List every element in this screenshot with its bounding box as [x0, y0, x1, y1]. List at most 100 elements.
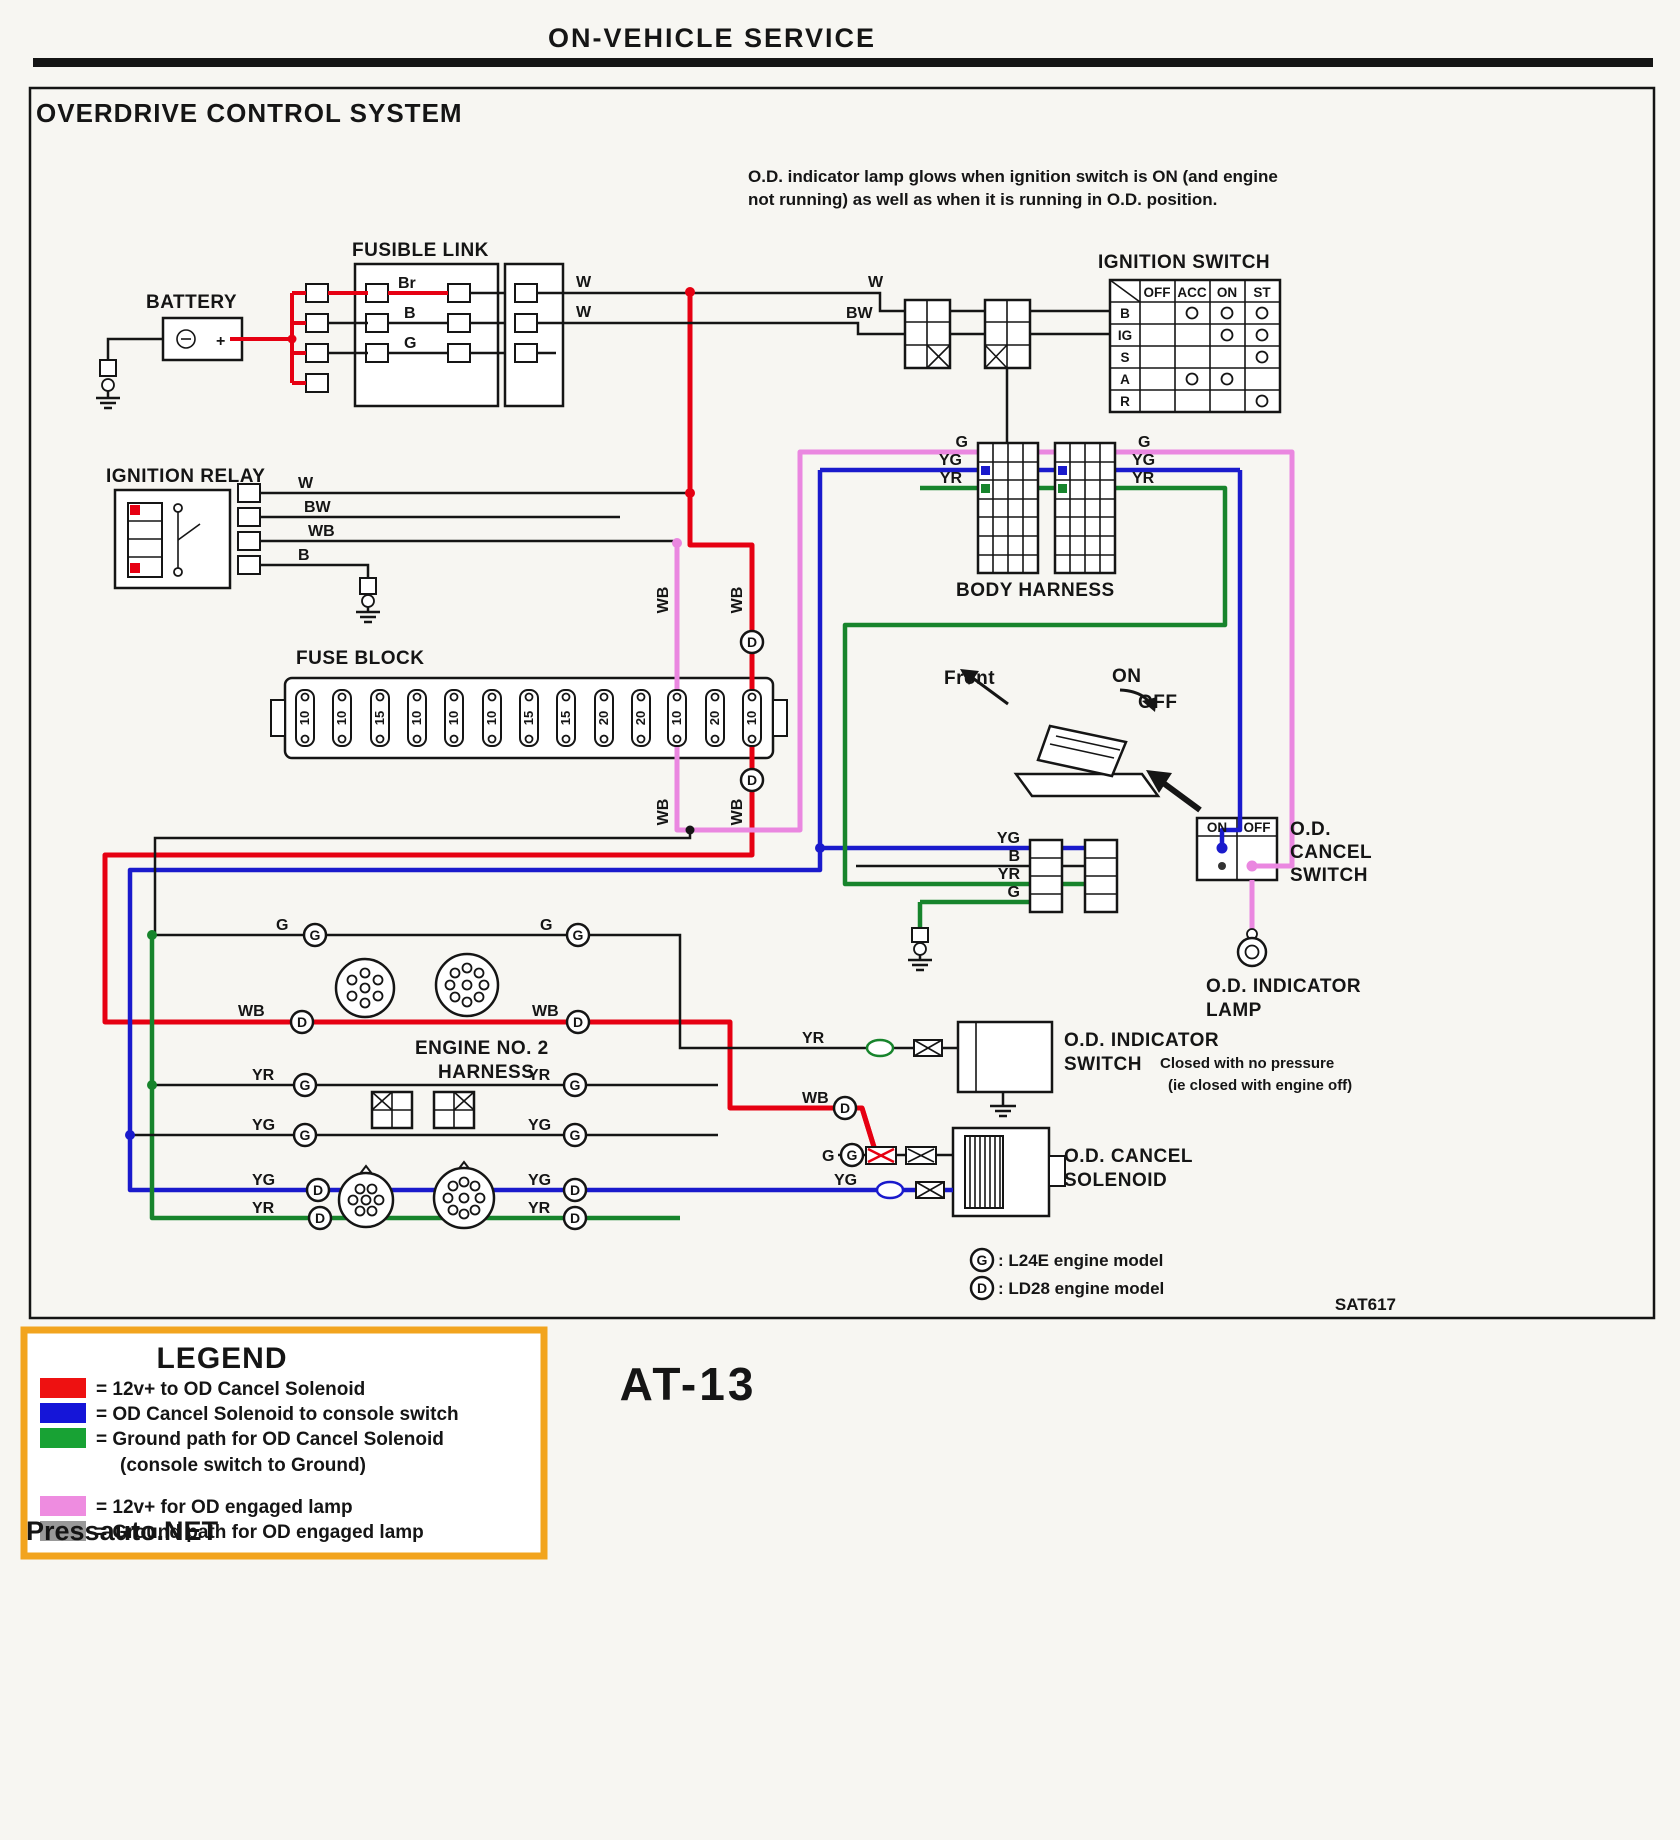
svg-text:OFF: OFF [1244, 820, 1271, 835]
engine-harness-connector-a [334, 957, 396, 1019]
svg-text:W: W [576, 274, 592, 291]
svg-text:YR: YR [940, 470, 963, 487]
yr-pill-connector [865, 1038, 943, 1058]
legend-item-blue: = OD Cancel Solenoid to console switch [96, 1404, 459, 1425]
svg-text:B: B [1120, 306, 1130, 321]
od-cancel-solenoid-label-1: O.D. CANCEL [1064, 1146, 1193, 1167]
watermark: Pressauto.NET [26, 1516, 219, 1546]
svg-text:YG: YG [528, 1117, 551, 1134]
console-connector-cluster [1028, 838, 1119, 914]
legend-item-gray: = Ground path for OD engaged lamp [96, 1522, 424, 1543]
diagram-frame [28, 86, 1656, 1320]
svg-text:D: D [315, 1210, 325, 1226]
closed-note-line1: Closed with no pressure [1160, 1055, 1334, 1072]
engine-harness-grid-connector-1 [370, 1090, 414, 1130]
svg-text:G: G [404, 335, 416, 352]
od-cancel-switch-label-1: O.D. [1290, 819, 1331, 840]
svg-text:D: D [977, 1280, 987, 1296]
svg-text:D: D [840, 1100, 850, 1116]
svg-text:W: W [576, 304, 592, 321]
svg-text:YR: YR [802, 1030, 825, 1047]
legend-swatch-red [40, 1378, 86, 1398]
svg-text:YG: YG [252, 1172, 275, 1189]
od-indicator-lamp-label-2: LAMP [1206, 1000, 1262, 1021]
fuse-block-label: FUSE BLOCK [296, 648, 425, 669]
svg-text:G: G [300, 1127, 311, 1143]
fusible-link-label: FUSIBLE LINK [352, 240, 489, 261]
body-harness-label: BODY HARNESS [956, 580, 1115, 601]
svg-text:G: G [573, 927, 584, 943]
legend-swatch-green [40, 1428, 86, 1448]
svg-text:G: G [570, 1077, 581, 1093]
od-note-line2: not running) as well as when it is runni… [748, 190, 1217, 209]
svg-text:YR: YR [1132, 470, 1155, 487]
circled-markers: G G D D G G G G D D D D D D D G G D [289, 629, 995, 1301]
ignition-harness-connector-2 [983, 298, 1032, 370]
page-header: ON-VEHICLE SERVICE [548, 23, 876, 53]
cancel-switch-labels: ON OFF [1207, 820, 1271, 835]
od-indicator-lamp-symbol [1236, 928, 1268, 968]
svg-text:15: 15 [521, 711, 536, 725]
switch-pointer-arrowhead [1146, 770, 1172, 793]
svg-text:YR: YR [528, 1200, 551, 1217]
ignition-relay-symbol [113, 483, 261, 590]
wire-labels: Br B G W W W BW W BW WB B WB WB WB WB G … [238, 274, 1155, 1217]
svg-text:WB: WB [729, 799, 746, 826]
svg-text:B: B [1008, 848, 1020, 865]
legend-swatch-gray [40, 1521, 86, 1541]
svg-text:ON: ON [1217, 285, 1237, 300]
svg-text:YG: YG [252, 1117, 275, 1134]
svg-text:YR: YR [252, 1067, 275, 1084]
svg-text:G: G [1138, 434, 1150, 451]
indicator-switch-ground-symbol [990, 1104, 1016, 1118]
ignition-switch-label: IGNITION SWITCH [1098, 252, 1270, 273]
svg-text:G: G [1008, 884, 1020, 901]
component-labels: BATTERY FUSIBLE LINK IGNITION SWITCH IGN… [106, 240, 1372, 1191]
svg-text:G: G [570, 1127, 581, 1143]
red-solenoid-elbow [859, 1107, 877, 1148]
svg-text:YR: YR [252, 1200, 275, 1217]
od-cancel-switch-label-2: CANCEL [1290, 842, 1372, 863]
svg-text:YG: YG [834, 1172, 857, 1189]
svg-text:W: W [298, 475, 314, 492]
legend-item-green-2: (console switch to Ground) [120, 1455, 366, 1476]
od-cancel-solenoid-label-2: SOLENOID [1064, 1170, 1167, 1191]
svg-text:G: G [956, 434, 968, 451]
svg-text:D: D [747, 634, 757, 650]
junction-dots [125, 287, 1258, 1140]
battery-label: BATTERY [146, 292, 237, 313]
svg-text:YG: YG [939, 452, 962, 469]
svg-text:10: 10 [446, 711, 461, 725]
svg-text:WB: WB [729, 587, 746, 614]
engine-harness-connector-d [432, 1160, 496, 1230]
svg-text:W: W [868, 274, 884, 291]
svg-text:20: 20 [596, 711, 611, 725]
svg-text:G: G [822, 1148, 834, 1165]
svg-text:G: G [310, 927, 321, 943]
page-code: AT-13 [620, 1358, 757, 1410]
solenoid-g-connectors [865, 1146, 937, 1165]
console-switch-pictorial [960, 669, 1202, 813]
svg-text:ST: ST [1253, 285, 1271, 300]
svg-text:YG: YG [997, 830, 1020, 847]
svg-text:ACC: ACC [1177, 285, 1206, 300]
svg-text:20: 20 [707, 711, 722, 725]
svg-text:G: G [300, 1077, 311, 1093]
od-indicator-switch-symbol [956, 1020, 1054, 1094]
od-cancel-solenoid-symbol [951, 1126, 1066, 1218]
svg-text:10: 10 [744, 711, 759, 725]
onoff-arrowhead [1142, 697, 1157, 712]
svg-text:B: B [298, 547, 310, 564]
fuse-elements: 10 10 15 10 10 10 15 15 20 20 10 20 10 [295, 689, 762, 747]
green-wire-ground-path [149, 485, 1228, 1221]
svg-text:WB: WB [802, 1090, 829, 1107]
legend: LEGEND = 12v+ to OD Cancel Solenoid = OD… [20, 1326, 548, 1560]
switch-on-label: ON [1112, 666, 1142, 687]
header-rule [33, 58, 1653, 67]
svg-text:YR: YR [528, 1067, 551, 1084]
svg-text:+: + [216, 333, 225, 350]
model-note-g: : L24E engine model [998, 1251, 1163, 1270]
svg-text:D: D [313, 1182, 323, 1198]
svg-text:15: 15 [558, 711, 573, 725]
